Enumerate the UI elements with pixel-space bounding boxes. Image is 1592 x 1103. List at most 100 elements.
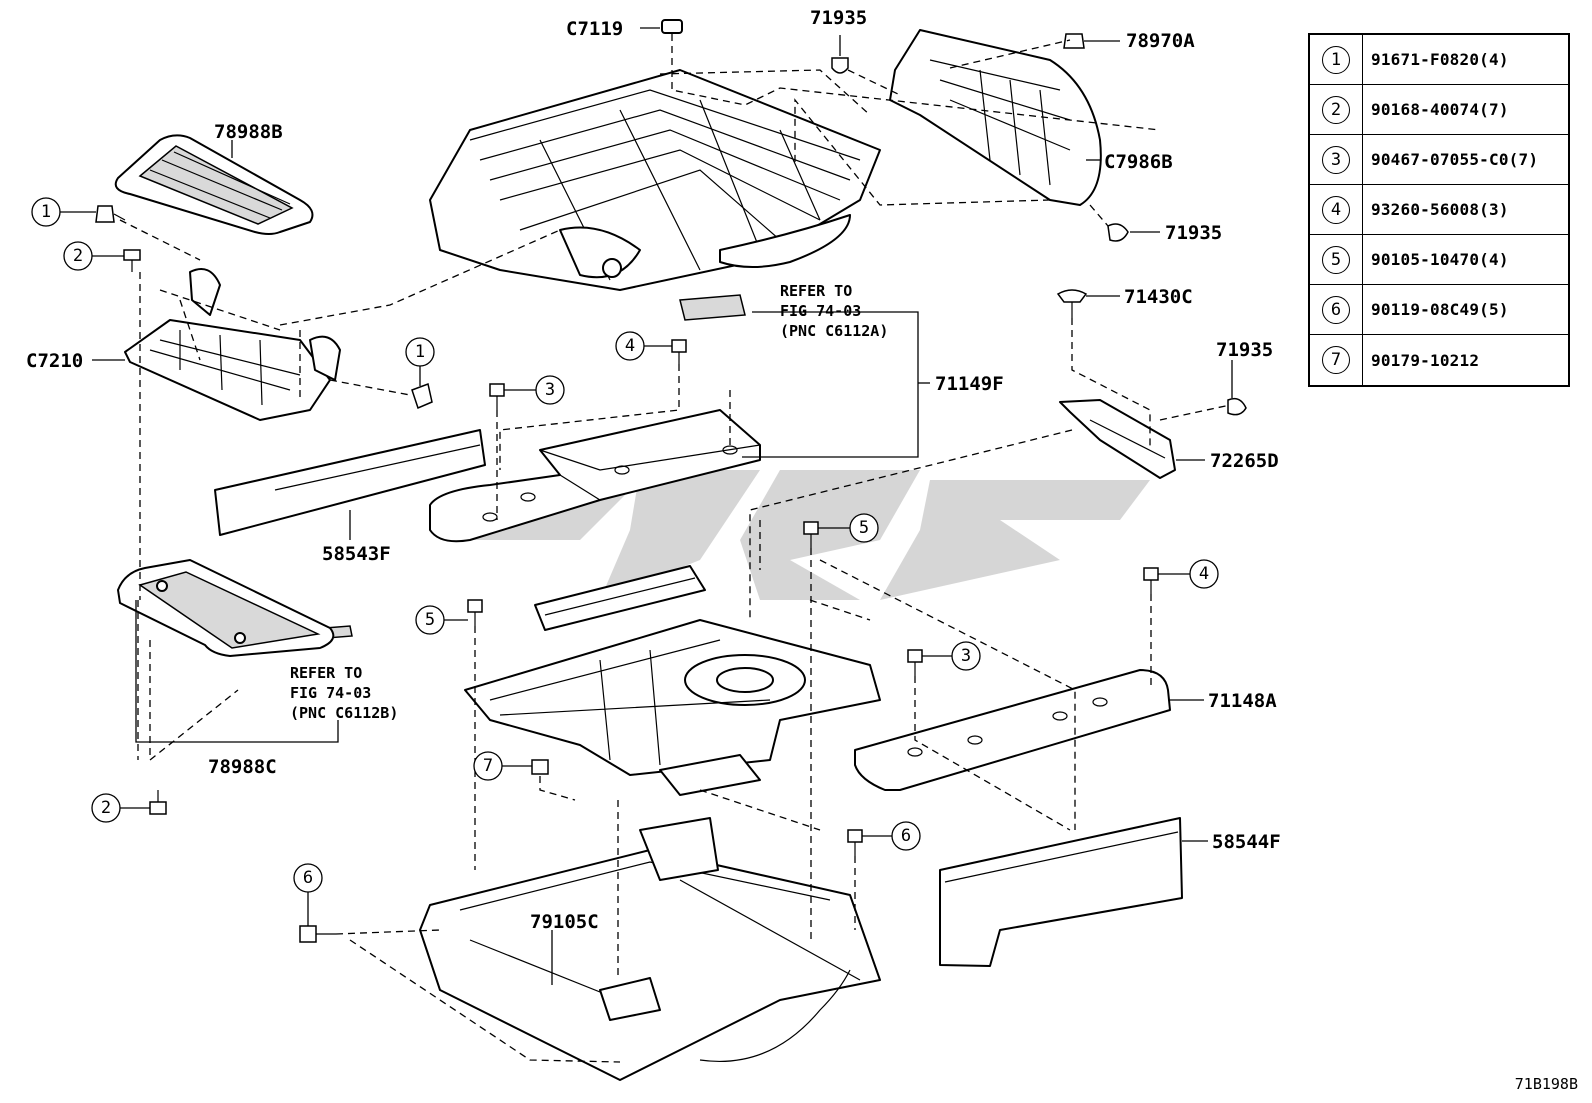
svg-text:5: 5 — [859, 518, 869, 538]
dashed-guides — [119, 34, 1231, 1063]
fastener-1-left — [95, 205, 126, 223]
part-c7210-bracket — [124, 268, 341, 421]
figure-code: 71B198B — [1514, 1075, 1578, 1093]
part-71935-clip-top — [831, 35, 849, 74]
label-71935-top: 71935 — [810, 7, 867, 29]
legend-value: 90179-10212 — [1371, 350, 1480, 370]
fastener-5-center — [803, 521, 819, 548]
part-78988c-cover — [117, 559, 335, 657]
legend-row: 6 90119-08C49(5) — [1310, 285, 1568, 335]
callout-1-center: 1 — [405, 337, 435, 367]
label-71149f: 71149F — [935, 373, 1004, 395]
tag-ref-a — [679, 294, 746, 321]
callout-4-right: 4 — [1189, 559, 1219, 589]
svg-text:5: 5 — [425, 610, 435, 630]
legend-row: 3 90467-07055-C0(7) — [1310, 135, 1568, 185]
note-a-line-2: FIG 74-03 — [780, 302, 861, 320]
legend-key: 2 — [1310, 85, 1363, 134]
part-71935-clip-mid — [1227, 397, 1247, 416]
legend-value: 91671-F0820(4) — [1371, 50, 1509, 69]
part-labels: C7119 71935 78970A 78988B C7986B 71935 C… — [26, 7, 1281, 933]
svg-text:4: 4 — [625, 336, 635, 356]
svg-text:7: 7 — [483, 756, 493, 776]
svg-text:1: 1 — [415, 342, 425, 362]
part-71148a-plate — [854, 669, 1171, 791]
label-71148a: 71148A — [1208, 690, 1277, 712]
legend-row: 7 90179-10212 — [1310, 335, 1568, 385]
label-79105c: 79105C — [530, 911, 599, 933]
callout-6-left: 6 — [293, 863, 323, 893]
label-c7986b: C7986B — [1104, 151, 1173, 173]
legend-value: 90467-07055-C0(7) — [1371, 150, 1539, 169]
fastener-3-right — [907, 649, 923, 676]
label-c7119: C7119 — [566, 18, 623, 40]
legend-key: 6 — [1310, 285, 1363, 334]
callout-2-lower: 2 — [91, 793, 121, 823]
fastener-2-upper — [123, 249, 141, 272]
fastener-7-nut — [531, 759, 549, 775]
callout-6-right: 6 — [891, 821, 921, 851]
fastener-1-center — [411, 382, 433, 410]
callout-5-left: 5 — [415, 605, 445, 635]
legend-row: 4 93260-56008(3) — [1310, 185, 1568, 235]
fastener-4-center — [671, 339, 687, 364]
part-71149f-plate — [429, 409, 761, 543]
part-72265d-bracket — [1059, 399, 1176, 479]
label-78988b: 78988B — [214, 121, 283, 143]
note-a-line-1: REFER TO — [780, 282, 852, 300]
legend-value: 90168-40074(7) — [1371, 100, 1509, 119]
label-72265d: 72265D — [1210, 450, 1279, 472]
callout-2-upper: 2 — [63, 241, 93, 271]
fastener-4-right — [1143, 567, 1159, 594]
callout-4-center: 4 — [615, 331, 645, 361]
part-79105c-lower-frame — [419, 817, 881, 1081]
fastener-6-left — [299, 925, 336, 943]
legend-value: 93260-56008(3) — [1371, 200, 1509, 219]
fastener-3-center — [489, 383, 505, 410]
reference-note-a: REFER TO FIG 74-03 (PNC C6112A) — [780, 282, 888, 340]
fastener-5-left — [467, 599, 483, 626]
legend-key: 5 — [1310, 235, 1363, 284]
part-seat-track-base — [464, 565, 881, 796]
fastener-legend-table: 1 91671-F0820(4) 2 90168-40074(7) 3 9046… — [1308, 33, 1570, 387]
part-c7119-cap — [661, 19, 683, 34]
label-58543f: 58543F — [322, 543, 391, 565]
label-71935-mid: 71935 — [1216, 339, 1273, 361]
svg-text:3: 3 — [961, 646, 971, 666]
callout-1-left: 1 — [31, 197, 61, 227]
part-78970a-screw — [1063, 33, 1120, 49]
label-71935-right: 71935 — [1165, 222, 1222, 244]
legend-key: 7 — [1310, 335, 1363, 385]
label-78988c: 78988C — [208, 756, 277, 778]
part-78988b-cover — [114, 134, 314, 235]
part-71935-clip-right — [1107, 223, 1160, 242]
note-a-line-3: (PNC C6112A) — [780, 322, 888, 340]
svg-text:4: 4 — [1199, 564, 1209, 584]
fastener-2-lower — [149, 790, 167, 815]
label-58544f: 58544F — [1212, 831, 1281, 853]
reference-note-b: REFER TO FIG 74-03 (PNC C6112B) — [290, 664, 398, 722]
note-b-line-2: FIG 74-03 — [290, 684, 371, 702]
svg-text:2: 2 — [73, 246, 83, 266]
svg-text:6: 6 — [303, 868, 313, 888]
part-71430c-clip — [1056, 289, 1088, 318]
callout-3-center: 3 — [535, 375, 565, 405]
watermark-logo — [455, 470, 1150, 600]
part-c7986b-side-cover — [889, 29, 1102, 206]
label-71430c: 71430C — [1124, 286, 1193, 308]
legend-value: 90105-10470(4) — [1371, 250, 1509, 269]
legend-row: 2 90168-40074(7) — [1310, 85, 1568, 135]
svg-text:2: 2 — [101, 798, 111, 818]
legend-key: 1 — [1310, 35, 1363, 84]
callout-3-right: 3 — [951, 641, 981, 671]
part-58544f-pad — [939, 817, 1183, 967]
callout-7-nut: 7 — [473, 751, 503, 781]
legend-key: 3 — [1310, 135, 1363, 184]
part-seat-frame-upper — [429, 69, 881, 291]
svg-text:3: 3 — [545, 380, 555, 400]
label-c7210: C7210 — [26, 350, 83, 372]
leader-lines — [60, 27, 1233, 985]
label-78970a: 78970A — [1126, 30, 1195, 52]
